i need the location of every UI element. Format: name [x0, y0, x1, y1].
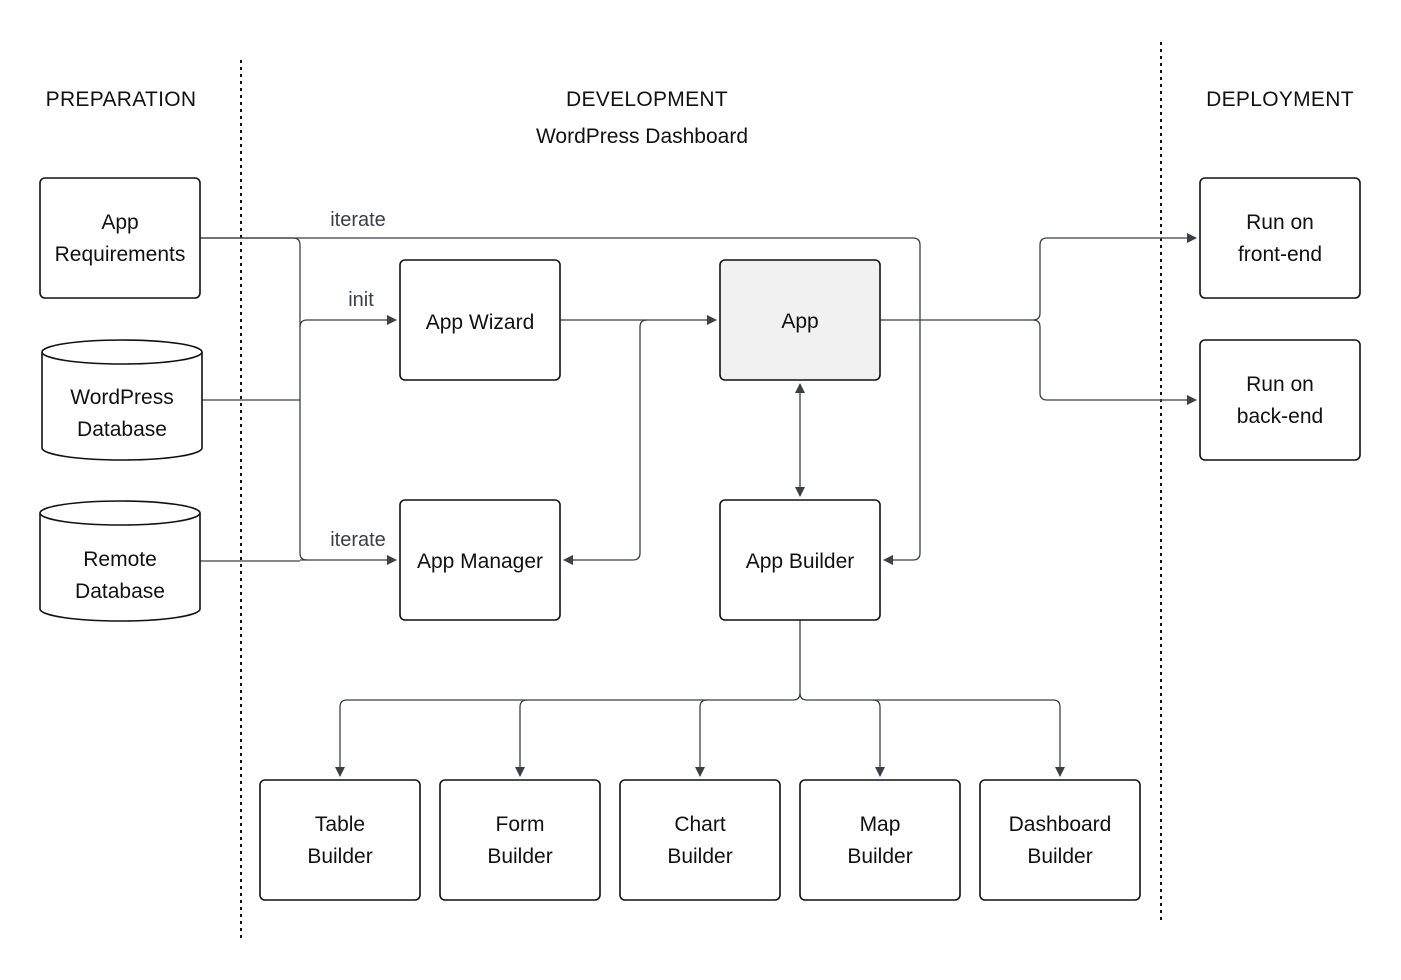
edge-to-map-builder — [872, 699, 885, 777]
node-dashboard-builder[interactable]: Dashboard Builder — [979, 779, 1141, 901]
node-label: App — [781, 310, 818, 333]
edge-app-to-backend — [1032, 319, 1197, 405]
node-label: App — [101, 211, 138, 234]
heading-preparation: PREPARATION — [46, 88, 197, 111]
node-app-manager[interactable]: App Manager — [399, 499, 561, 621]
node-label: Table — [315, 813, 365, 836]
edge-to-form-builder — [515, 699, 528, 777]
node-map-builder[interactable]: Map Builder — [799, 779, 961, 901]
node-app[interactable]: App — [719, 259, 881, 381]
edge-label-iterate-manager: iterate — [330, 529, 386, 551]
node-wordpress-database[interactable]: WordPress Database — [41, 339, 203, 461]
edge-to-chart-builder — [695, 699, 708, 777]
node-label: WordPress — [70, 386, 173, 409]
node-table-builder[interactable]: Table Builder — [259, 779, 421, 901]
node-label: Builder — [1027, 845, 1092, 868]
node-chart-builder[interactable]: Chart Builder — [619, 779, 781, 901]
heading-development-sub: WordPress Dashboard — [536, 125, 748, 148]
node-label: App Builder — [746, 550, 855, 573]
node-label: Dashboard — [1009, 813, 1112, 836]
node-label: Remote — [83, 548, 157, 571]
node-app-wizard[interactable]: App Wizard — [399, 259, 561, 381]
node-remote-database[interactable]: Remote Database — [39, 500, 201, 622]
node-label: Map — [860, 813, 901, 836]
edge-requirements-bus — [200, 237, 308, 561]
node-label: App Wizard — [426, 311, 535, 334]
node-label: Run on — [1246, 211, 1314, 234]
node-label: Builder — [667, 845, 732, 868]
edge-requirements-to-app-builder — [200, 237, 921, 565]
edge-init-to-app-wizard — [299, 315, 397, 328]
node-run-backend[interactable]: Run on back-end — [1199, 339, 1361, 461]
node-label: Form — [496, 813, 545, 836]
node-label: back-end — [1237, 405, 1323, 428]
node-label: Chart — [674, 813, 726, 836]
edge-label-iterate-top: iterate — [330, 209, 386, 231]
node-label: front-end — [1238, 243, 1322, 266]
edge-label-init: init — [348, 289, 374, 311]
node-label: Database — [77, 418, 167, 441]
node-app-builder[interactable]: App Builder — [719, 499, 881, 621]
node-label: Builder — [487, 845, 552, 868]
node-label: Requirements — [55, 243, 186, 266]
edge-to-dashboard-builder — [799, 692, 1065, 777]
node-label: Builder — [847, 845, 912, 868]
heading-development: DEVELOPMENT — [566, 88, 728, 111]
node-label: Builder — [307, 845, 372, 868]
heading-deployment: DEPLOYMENT — [1206, 88, 1354, 111]
node-form-builder[interactable]: Form Builder — [439, 779, 601, 901]
node-label: Database — [75, 580, 165, 603]
edge-app-to-frontend — [880, 233, 1197, 321]
node-label: Run on — [1246, 373, 1314, 396]
node-run-frontend[interactable]: Run on front-end — [1199, 177, 1361, 299]
edge-app-to-app-manager — [563, 319, 648, 565]
edge-to-table-builder — [335, 620, 801, 777]
node-app-requirements[interactable]: App Requirements — [39, 177, 201, 299]
node-label: App Manager — [417, 550, 543, 573]
